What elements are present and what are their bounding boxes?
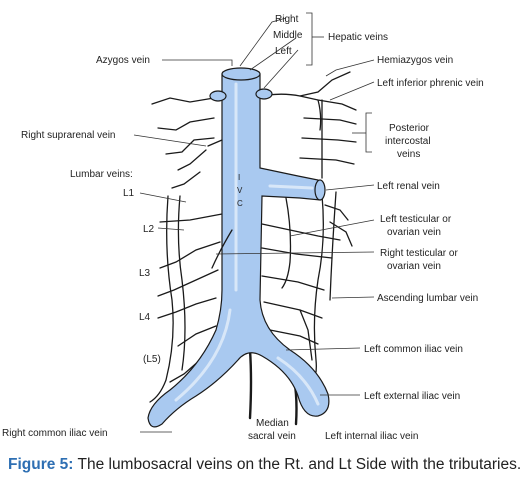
left-posterior-intercostal-veins [267,71,357,247]
label-posterior-intercostal-1: Posterior [389,123,430,134]
label-right-hepatic: Right [275,14,299,25]
label-posterior-intercostal-2: intercostal [385,136,431,147]
vein-illustration [147,67,357,428]
label-ivc-c: C [237,199,243,208]
label-left-testicular-1: Left testicular or [380,214,452,225]
ivc-opening [221,67,261,81]
hepatic-bracket [239,12,324,89]
label-middle-hepatic: Middle [273,30,303,41]
label-median-sacral-2: sacral vein [248,431,296,442]
diagram-labels: Right Middle Left Hepatic veins Azygos v… [2,14,484,442]
label-left-inferior-phrenic-vein: Left inferior phrenic vein [377,78,484,89]
label-left-external-iliac-vein: Left external iliac vein [364,391,460,402]
right-testicular-vein [211,229,233,269]
median-sacral-vein [248,348,253,420]
left-hepatic-vein-stub [255,88,273,100]
label-l1: L1 [123,188,135,199]
label-ivc-v: V [237,186,243,195]
label-left-renal-vein: Left renal vein [377,181,440,192]
label-left-hepatic: Left [275,46,292,57]
label-right-suprarenal-vein: Right suprarenal vein [21,130,116,141]
label-right-testicular-1: Right testicular or [380,248,458,259]
label-median-sacral-1: Median [256,418,289,429]
right-suprarenal-vein-branch [207,139,223,147]
figure-caption-label: Figure 5: [8,456,74,473]
ascending-lumbar-vein-right [149,195,223,403]
label-l3: L3 [139,268,151,279]
left-testicular-vein [281,197,292,289]
figure-caption: Figure 5: The lumbosacral veins on the R… [8,454,523,475]
left-renal-vein-end [314,179,326,201]
leader-lines [133,59,375,433]
label-left-common-iliac-vein: Left common iliac vein [364,344,463,355]
label-azygos-vein: Azygos vein [96,55,150,66]
label-l2: L2 [143,224,155,235]
label-left-testicular-2: ovarian vein [387,227,441,238]
label-l5: (L5) [143,354,161,365]
label-lumbar-veins: Lumbar veins: [70,169,133,180]
inferior-vena-cava [147,73,330,428]
label-hemiazygos-vein: Hemiazygos vein [377,55,453,66]
label-ivc-i: I [238,173,240,182]
right-hepatic-vein-stub [209,90,227,102]
right-posterior-veins [151,97,215,189]
label-right-common-iliac-vein: Right common iliac vein [2,428,108,439]
label-right-testicular-2: ovarian vein [387,261,441,272]
figure-caption-text: The lumbosacral veins on the Rt. and Lt … [73,456,522,473]
label-posterior-intercostal-3: veins [397,149,420,160]
label-hepatic-veins: Hepatic veins [328,32,388,43]
label-ascending-lumbar-vein: Ascending lumbar vein [377,293,478,304]
label-left-internal-iliac-vein: Left internal iliac vein [325,431,418,442]
label-l4: L4 [139,312,151,323]
lumbosacral-veins-diagram: Right Middle Left Hepatic veins Azygos v… [2,12,484,442]
